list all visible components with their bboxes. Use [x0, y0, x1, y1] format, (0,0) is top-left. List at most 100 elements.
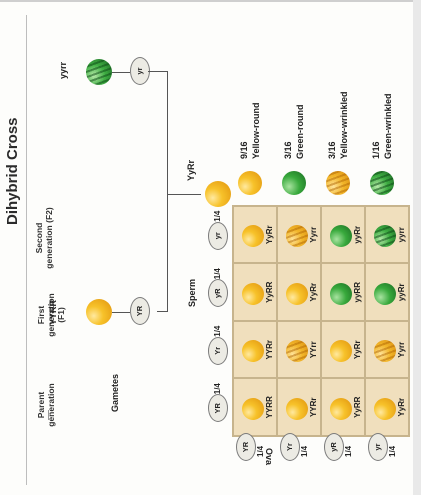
- sperm-label: Sperm: [187, 278, 197, 307]
- sperm-frequency: 1/4: [213, 268, 222, 280]
- ratio-phenotype: Green-round: [295, 104, 305, 159]
- connector-line: [148, 71, 167, 72]
- offspring-pea-icon: [242, 340, 264, 363]
- connector-line: [112, 312, 130, 313]
- parent-right-genotype: yyrr: [58, 61, 68, 79]
- connector-line: [167, 194, 201, 195]
- offspring-genotype: YyRR: [353, 396, 362, 418]
- offspring-pea-icon: [374, 398, 396, 420]
- offspring-genotype: YYRr: [309, 397, 318, 418]
- ova-gamete-yr: yR: [324, 433, 344, 461]
- green-wrinkled-pea-icon: [86, 59, 112, 85]
- offspring-genotype: Yyrr: [397, 341, 406, 358]
- ova-gamete-yr: YR: [236, 433, 256, 461]
- connector-line: [112, 72, 130, 73]
- parent-left-genotype: YYRR: [48, 299, 58, 325]
- offspring-genotype: yyrr: [397, 227, 406, 243]
- punnett-cell: YYRR: [233, 378, 277, 436]
- offspring-genotype: YYrr: [309, 341, 318, 359]
- offspring-genotype: YyRr: [309, 282, 318, 302]
- offspring-pea-icon: [286, 398, 308, 420]
- punnett-cell: yyRr: [321, 206, 365, 264]
- parent-gamete-yr-lower: yr: [130, 57, 150, 85]
- ova-frequency: 1/4: [344, 445, 353, 457]
- punnett-cell: YyRR: [321, 378, 365, 436]
- sperm-gamete-yr: yR: [208, 279, 228, 308]
- diagram-title: Dihybrid Cross: [4, 117, 21, 225]
- offspring-genotype: YyRr: [397, 397, 406, 417]
- punnett-cell: YyRR: [233, 263, 277, 321]
- f1-genotype: YyRr: [186, 159, 196, 181]
- ova-frequency: 1/4: [256, 445, 265, 457]
- offspring-pea-icon: [374, 340, 396, 363]
- sperm-frequency: 1/4: [213, 210, 222, 222]
- offspring-pea-icon: [330, 398, 352, 420]
- sperm-gamete-yr: YR: [208, 394, 228, 423]
- ova-frequency: 1/4: [300, 445, 309, 457]
- offspring-genotype: yyRr: [397, 283, 406, 302]
- punnett-cell: YYRr: [277, 378, 321, 436]
- page-edge: [413, 0, 421, 495]
- sperm-gamete-yr: yr: [208, 221, 228, 250]
- offspring-pea-icon: [330, 225, 352, 248]
- top-border: [0, 0, 421, 2]
- offspring-pea-icon: [330, 340, 352, 363]
- connector-line: [157, 311, 167, 312]
- punnett-cell: yyRR: [321, 263, 365, 321]
- sperm-frequency: 1/4: [213, 383, 222, 395]
- sperm-gamete-yr: Yr: [208, 336, 228, 365]
- ratio-pea-icon: [370, 171, 394, 195]
- title-divider: [26, 15, 27, 485]
- offspring-genotype: YyRr: [353, 340, 362, 360]
- sperm-frequency: 1/4: [213, 325, 222, 337]
- second-generation-label: Second generation (F2): [34, 207, 54, 269]
- offspring-pea-icon: [242, 283, 264, 305]
- ratio-fraction: 1/16: [371, 141, 381, 159]
- offspring-genotype: yyRr: [353, 225, 362, 244]
- gametes-label: Gametes: [110, 373, 120, 412]
- ratio-pea-icon: [238, 171, 262, 195]
- ratio-phenotype: Yellow-round: [251, 102, 261, 159]
- parent-gamete-yr-upper: YR: [130, 297, 150, 325]
- ratio-fraction: 3/16: [327, 141, 337, 159]
- yellow-round-pea-icon: [86, 299, 112, 325]
- margin-mark: [48, 410, 49, 420]
- punnett-cell: YYrr: [277, 321, 321, 379]
- offspring-pea-icon: [286, 340, 308, 363]
- offspring-pea-icon: [286, 283, 308, 305]
- ova-gamete-yr: yr: [368, 433, 388, 461]
- ratio-phenotype: Green-wrinkled: [383, 93, 393, 159]
- offspring-pea-icon: [286, 225, 308, 248]
- offspring-genotype: YYRR: [265, 396, 274, 419]
- offspring-genotype: Yyrr: [309, 226, 318, 243]
- punnett-cell: Yyrr: [365, 321, 409, 379]
- punnett-cell: Yyrr: [277, 206, 321, 264]
- ova-label: Ova: [264, 447, 274, 465]
- parent-generation-label: Parent generation: [36, 383, 56, 427]
- offspring-pea-icon: [374, 283, 396, 305]
- ova-frequency: 1/4: [388, 445, 397, 457]
- offspring-pea-icon: [330, 283, 352, 305]
- ratio-phenotype: Yellow-wrinkled: [339, 91, 349, 159]
- f1-pea-icon: [205, 181, 231, 207]
- ratio-pea-icon: [326, 171, 350, 195]
- offspring-genotype: YyRr: [265, 225, 274, 245]
- ratio-fraction: 9/16: [239, 141, 249, 159]
- punnett-cell: YyRr: [233, 206, 277, 264]
- punnett-cell: yyrr: [365, 206, 409, 264]
- punnett-cell: yyRr: [365, 263, 409, 321]
- offspring-genotype: YyRR: [265, 281, 274, 303]
- punnett-cell: YyRr: [321, 321, 365, 379]
- ova-gamete-yr: Yr: [280, 433, 300, 461]
- connector-line: [167, 71, 168, 312]
- offspring-pea-icon: [242, 225, 264, 248]
- offspring-genotype: yyRR: [353, 282, 362, 303]
- punnett-cell: YYRr: [233, 321, 277, 379]
- offspring-genotype: YYRr: [265, 339, 274, 360]
- offspring-pea-icon: [374, 225, 396, 248]
- ratio-pea-icon: [282, 171, 306, 195]
- punnett-cell: YyRr: [365, 378, 409, 436]
